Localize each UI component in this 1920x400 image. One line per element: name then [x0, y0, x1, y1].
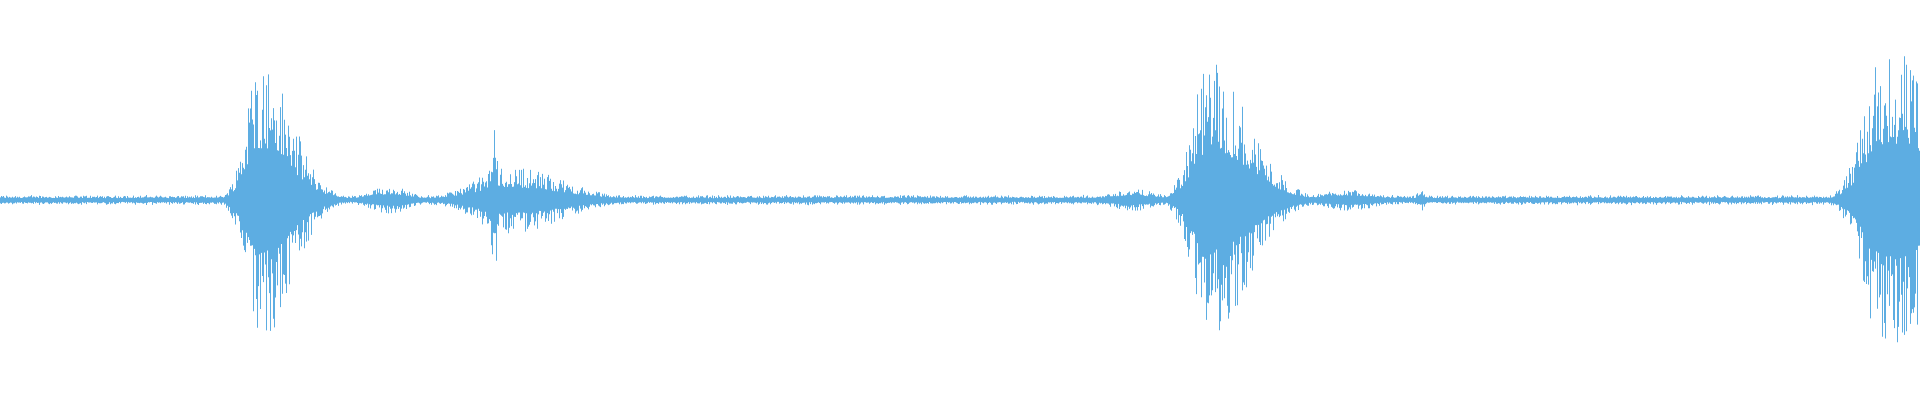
waveform-samples [0, 56, 1920, 343]
